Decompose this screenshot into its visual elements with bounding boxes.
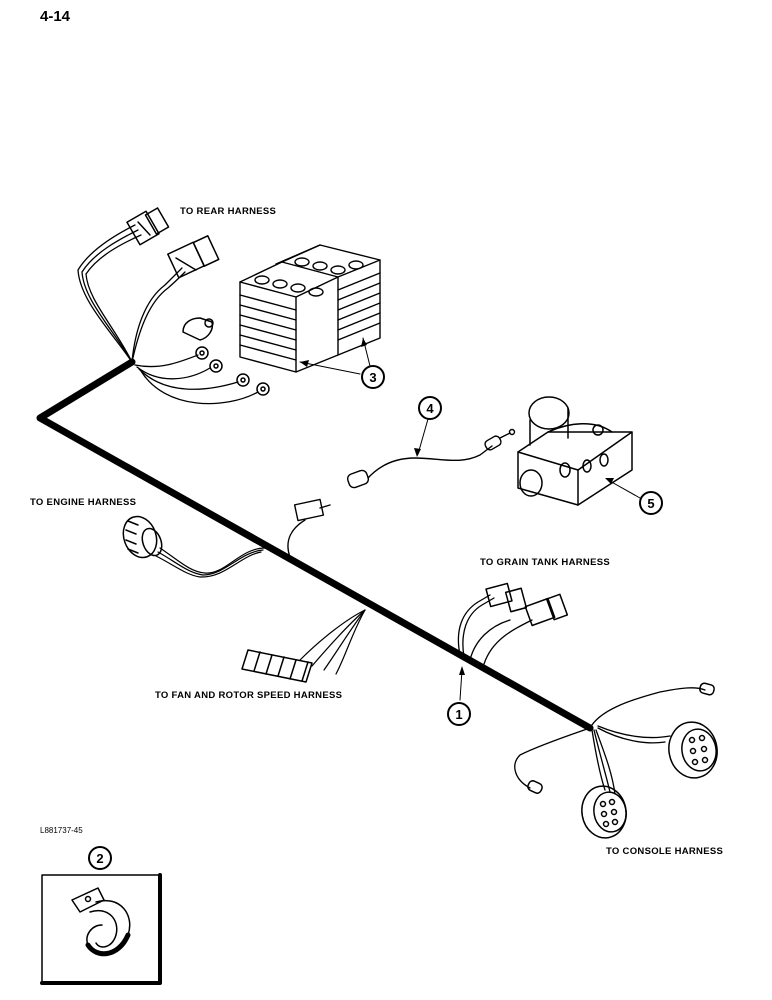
page-number: 4-14	[40, 8, 71, 25]
callout-3: 3	[361, 365, 385, 389]
callout-4: 4	[418, 396, 442, 420]
rear-connector-lower	[167, 235, 220, 279]
figure-id: L881737-45	[40, 826, 83, 835]
callout-1: 1	[447, 702, 471, 726]
grain-tank-leads	[457, 594, 533, 665]
label-to-fan-rotor-harness: TO FAN AND ROTOR SPEED HARNESS	[155, 690, 343, 701]
rubber-boot	[182, 317, 214, 341]
mid-connector	[287, 498, 331, 558]
ring-terminals	[195, 346, 270, 396]
callout-3-leader	[299, 361, 361, 375]
fan-rotor-connector	[241, 649, 313, 683]
console-terminal-upper	[699, 682, 715, 696]
svg-text:4: 4	[426, 401, 434, 416]
console-terminal-lower	[527, 780, 543, 794]
engine-harness-connector	[122, 515, 163, 559]
connector-blocks	[239, 244, 381, 373]
svg-text:2: 2	[96, 851, 103, 866]
svg-text:1: 1	[455, 707, 462, 722]
label-to-engine-harness: TO ENGINE HARNESS	[30, 497, 137, 508]
grain-tank-connectors	[485, 582, 569, 627]
main-harness-trunk	[36, 358, 594, 732]
engine-harness-leads	[155, 547, 266, 578]
label-to-console-harness: TO CONSOLE HARNESS	[606, 846, 724, 857]
label-to-rear-harness: TO REAR HARNESS	[180, 206, 277, 217]
diode-lead	[346, 428, 516, 489]
callout-5: 5	[639, 491, 663, 515]
rear-connector-upper	[126, 207, 170, 246]
clamp-inset-box	[40, 873, 162, 985]
label-to-grain-tank-harness: TO GRAIN TANK HARNESS	[480, 557, 610, 568]
callout-2: 2	[88, 846, 112, 870]
fan-rotor-leads	[299, 609, 366, 675]
clamp-illustration	[71, 887, 131, 957]
relay-block	[517, 396, 633, 506]
ring-terminal-leads	[134, 354, 259, 405]
svg-text:5: 5	[647, 496, 654, 511]
rear-harness-branch	[77, 224, 186, 363]
console-connector-left	[581, 785, 627, 839]
console-connector-right	[668, 721, 718, 779]
svg-text:3: 3	[369, 370, 376, 385]
